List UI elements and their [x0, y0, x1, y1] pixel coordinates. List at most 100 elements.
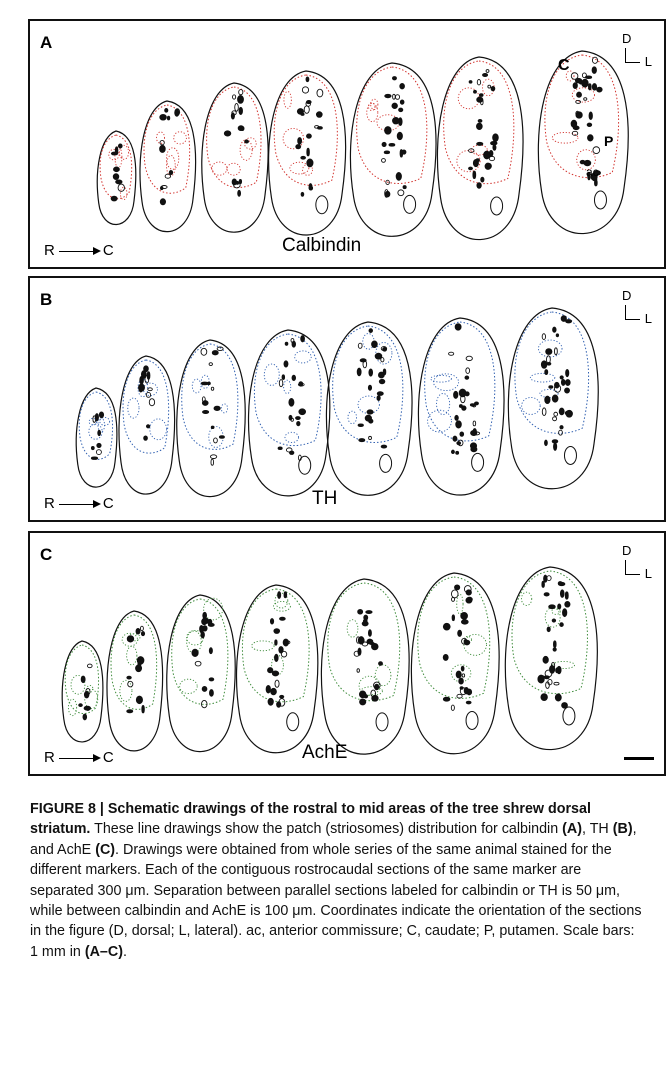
putamen-label: P	[604, 133, 613, 149]
figure-panel-c: C D L RC AchE	[28, 531, 666, 776]
fiber-bundle	[98, 430, 101, 435]
fiber-bundle	[392, 77, 396, 80]
fiber-bundle	[214, 438, 218, 443]
lateral-label: L	[645, 54, 652, 69]
fiber-bundle	[296, 417, 301, 420]
fiber-bundle	[466, 701, 471, 704]
section-outline	[249, 330, 330, 496]
rostral-label: R	[44, 242, 55, 259]
dorsal-label: D	[622, 543, 631, 558]
fiber-bundle	[556, 668, 559, 673]
panel-letter: B	[40, 290, 52, 310]
fiber-bundle	[360, 359, 366, 362]
anterior-commissure-outline	[563, 707, 575, 725]
patch-region-outline	[274, 75, 337, 185]
fiber-bundle	[367, 410, 373, 414]
fiber-bundle	[478, 119, 482, 122]
patch-outline	[431, 375, 452, 382]
fiber-bundle	[358, 609, 363, 614]
fiber-bundle	[392, 103, 398, 108]
fiber-bundle	[118, 144, 122, 148]
anterior-commissure-label: ac	[586, 165, 599, 179]
fiber-bundle	[192, 649, 198, 656]
fiber-bundle	[382, 159, 386, 163]
fiber-bundle	[113, 174, 119, 180]
fiber-bundle	[588, 84, 591, 90]
fiber-bundle	[137, 657, 144, 665]
fiber-bundle	[460, 687, 463, 690]
fiber-bundle	[304, 106, 309, 114]
section-outline	[350, 63, 436, 236]
fiber-bundle	[233, 95, 236, 99]
fiber-bundle	[451, 597, 454, 601]
fiber-bundle	[553, 417, 557, 421]
fiber-bundle	[553, 648, 556, 651]
fiber-bundle	[491, 86, 495, 90]
fiber-bundle	[116, 180, 122, 184]
caption-text: . Drawings were obtained from whole seri…	[30, 842, 641, 960]
fiber-bundle	[357, 368, 361, 376]
fiber-bundle	[209, 690, 213, 697]
fiber-bundle	[456, 421, 462, 428]
fiber-bundle	[91, 446, 94, 449]
fiber-bundle	[279, 647, 283, 653]
fiber-bundle	[136, 628, 140, 634]
fiber-bundle	[298, 138, 302, 145]
fiber-bundle	[571, 120, 577, 127]
fiber-bundle	[292, 375, 296, 380]
patch-outline	[166, 148, 178, 170]
fiber-bundle	[272, 671, 278, 676]
patch-outline	[347, 620, 358, 637]
patch-outline	[521, 592, 531, 605]
marker-label: AchE	[302, 742, 347, 764]
fiber-bundle	[458, 630, 462, 636]
fiber-bundle	[238, 95, 244, 103]
fiber-bundle	[239, 179, 241, 183]
fiber-bundle	[306, 134, 311, 138]
marker-label: TH	[312, 488, 337, 510]
fiber-bundle	[466, 368, 470, 374]
fiber-bundle	[566, 320, 572, 323]
fiber-bundle	[476, 123, 482, 129]
fiber-bundle	[384, 151, 389, 154]
fiber-bundle	[461, 620, 468, 624]
fiber-bundle	[381, 445, 387, 448]
fiber-bundle	[559, 430, 563, 435]
patch-region-outline	[144, 105, 190, 193]
fiber-bundle	[385, 191, 390, 197]
fiber-bundle	[396, 172, 401, 180]
fiber-bundle	[165, 108, 168, 112]
fiber-bundle	[552, 395, 558, 402]
fiber-bundle	[209, 363, 212, 366]
fiber-bundle	[573, 83, 577, 89]
fiber-bundle	[209, 648, 212, 654]
caudal-label: C	[103, 495, 114, 512]
fiber-bundle	[271, 688, 277, 694]
fiber-bundle	[357, 669, 359, 673]
fiber-bundle	[275, 680, 279, 687]
fiber-bundle	[542, 408, 546, 416]
fiber-bundle	[275, 640, 277, 645]
fiber-bundle	[127, 636, 133, 642]
fiber-bundle	[358, 424, 363, 427]
fiber-bundle	[464, 687, 468, 693]
fiber-bundle	[148, 388, 153, 391]
fiber-bundle	[369, 369, 373, 376]
section-outline	[140, 101, 196, 232]
fiber-bundle	[589, 112, 592, 120]
fiber-bundle	[549, 386, 553, 389]
fiber-bundle	[565, 380, 570, 386]
patch-outline	[553, 661, 575, 668]
fiber-bundle	[299, 382, 303, 386]
fiber-bundle	[91, 457, 97, 459]
fiber-bundle	[479, 94, 483, 97]
fiber-bundle	[592, 57, 597, 63]
patch-outline	[437, 393, 450, 414]
patch-outline	[457, 594, 463, 614]
fiber-bundle	[282, 375, 285, 380]
patch-outline	[68, 699, 76, 715]
fiber-bundle	[279, 380, 283, 387]
fiber-bundle	[493, 145, 496, 151]
patch-outline	[120, 680, 132, 701]
